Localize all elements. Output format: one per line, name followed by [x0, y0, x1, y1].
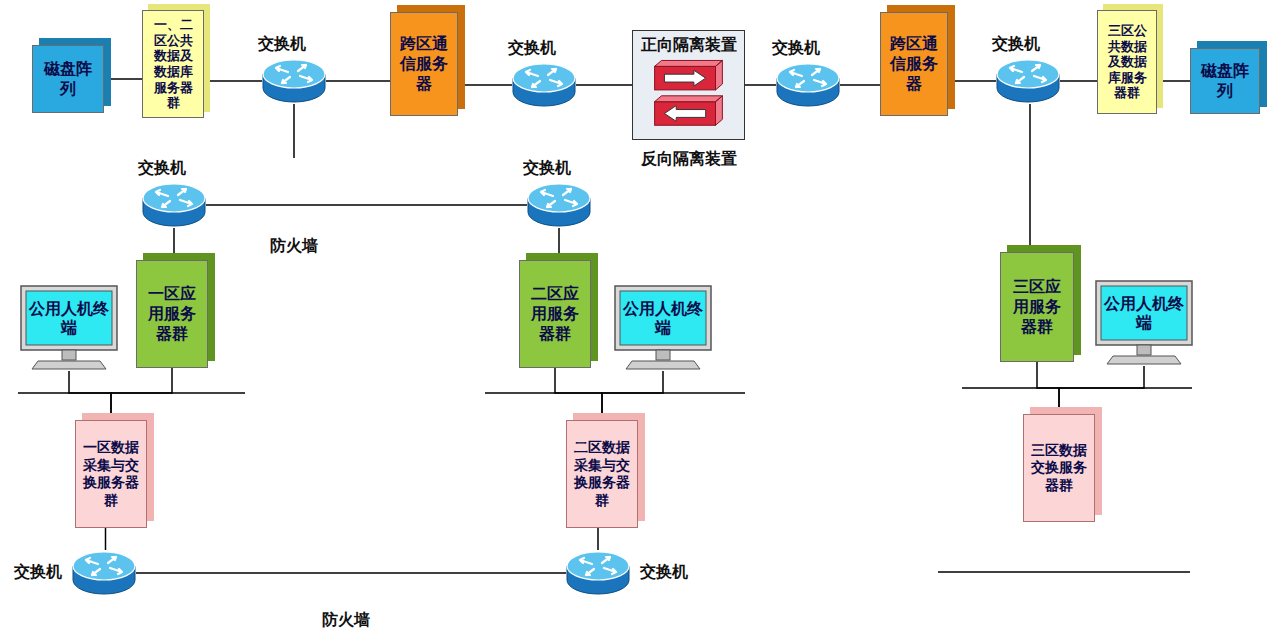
network-link: [111, 368, 172, 420]
node-text: 三区数据交换服务器群: [1030, 442, 1088, 495]
network-link: [602, 371, 663, 420]
node-text: 交换机: [992, 34, 1040, 55]
node-text: 公用人机终端: [621, 292, 705, 344]
node-text: 一、二区公共数据及数据库服务器群: [149, 17, 197, 111]
text-stack: 二区数据采集与交换服务器群: [573, 439, 631, 509]
network-link: [173, 228, 175, 260]
server-box: 一区数据采集与交换服务器群: [75, 420, 147, 528]
node-text: 一区应用服务器群: [143, 284, 201, 344]
switch-icon: 交换机: [776, 62, 840, 108]
text-stack: 一、二区公共数据及数据库服务器群: [149, 17, 197, 111]
server-box: 一区应用服务器群: [136, 260, 208, 368]
network-link: [458, 84, 512, 86]
node-text: 磁盘阵列: [1197, 61, 1253, 101]
network-link: [558, 228, 560, 260]
stub-wire: [293, 104, 295, 158]
server-box: 磁盘阵列: [1190, 48, 1260, 114]
node-text: 二区数据采集与交换服务器群: [573, 439, 631, 509]
text-stack: 磁盘阵列: [39, 59, 97, 99]
node-text: 交换机: [138, 158, 186, 179]
node-text: 交换机: [523, 158, 571, 179]
network-link: [576, 84, 632, 86]
server-box: 三区数据交换服务器群: [1023, 414, 1095, 522]
network-link: [1157, 80, 1190, 82]
switch-icon: 交换机: [72, 550, 136, 596]
network-link: [204, 80, 262, 82]
switch-icon: 交换机: [512, 62, 576, 108]
node-text: 跨区通信服务器: [887, 34, 941, 94]
node-text: 三区应用服务器群: [1007, 277, 1067, 337]
text-stack: 一区数据采集与交换服务器群: [82, 439, 140, 509]
terminal-monitor: 公用人机终端: [614, 285, 712, 371]
network-link: [1029, 104, 1031, 252]
text-stack: 一区应用服务器群: [143, 284, 201, 344]
node-text: 交换机: [640, 562, 688, 583]
text-stack: 三区公共数据及数据库服务器群: [1104, 23, 1150, 101]
text-stack: 二区应用服务器群: [526, 284, 584, 344]
server-box: 三区应用服务器群: [1000, 252, 1074, 362]
server-box: 磁盘阵列: [32, 45, 104, 113]
node-text: 正向隔离装置: [633, 35, 744, 56]
text-stack: 磁盘阵列: [1197, 61, 1253, 101]
network-link: [1037, 362, 1059, 414]
lan-bus: [938, 571, 1190, 573]
switch-icon: 交换机: [996, 58, 1060, 104]
network-link: [69, 371, 111, 420]
node-text: 二区应用服务器群: [526, 284, 584, 344]
network-link: [597, 528, 599, 550]
server-box: 一、二区公共数据及数据库服务器群: [142, 10, 204, 118]
isolation-device: 正向隔离装置反向隔离装置: [632, 30, 745, 140]
server-box: 二区数据采集与交换服务器群: [566, 420, 638, 528]
firewall-label: 防火墙: [322, 610, 370, 631]
node-text: 磁盘阵列: [39, 59, 97, 99]
node-text: 一区数据采集与交换服务器群: [82, 439, 140, 509]
node-text: 三区公共数据及数据库服务器群: [1104, 23, 1150, 101]
text-stack: 三区数据交换服务器群: [1030, 442, 1088, 495]
terminal-monitor: 公用人机终端: [20, 285, 118, 371]
network-link: [206, 204, 527, 206]
terminal-monitor: 公用人机终端: [1095, 280, 1193, 366]
network-link: [1060, 80, 1097, 82]
node-text: 交换机: [258, 34, 306, 55]
switch-icon: 交换机: [142, 182, 206, 228]
network-link: [326, 80, 390, 82]
node-text: 跨区通信服务器: [397, 34, 451, 94]
server-box: 二区应用服务器群: [519, 260, 591, 368]
server-box: 三区公共数据及数据库服务器群: [1097, 10, 1157, 114]
node-text: 公用人机终端: [27, 292, 111, 344]
node-text: 反向隔离装置: [633, 149, 744, 170]
switch-icon: 交换机: [262, 58, 326, 104]
node-text: 交换机: [14, 562, 62, 583]
network-link: [745, 84, 776, 86]
switch-icon: 交换机: [527, 182, 591, 228]
network-link: [105, 528, 107, 550]
server-box: 跨区通信服务器: [880, 12, 948, 116]
network-link: [948, 80, 996, 82]
server-box: 跨区通信服务器: [390, 12, 458, 116]
network-link: [555, 368, 602, 420]
switch-icon: 交换机: [566, 550, 630, 596]
node-text: 交换机: [508, 38, 556, 59]
firewall-label: 防火墙: [270, 236, 318, 257]
text-stack: 跨区通信服务器: [887, 34, 941, 94]
network-link: [840, 84, 880, 86]
network-link: [1059, 366, 1144, 414]
node-text: 交换机: [772, 38, 820, 59]
text-stack: 跨区通信服务器: [397, 34, 451, 94]
text-stack: 三区应用服务器群: [1007, 277, 1067, 337]
node-text: 公用人机终端: [1102, 287, 1186, 339]
network-link: [104, 78, 142, 80]
network-link: [136, 572, 566, 574]
